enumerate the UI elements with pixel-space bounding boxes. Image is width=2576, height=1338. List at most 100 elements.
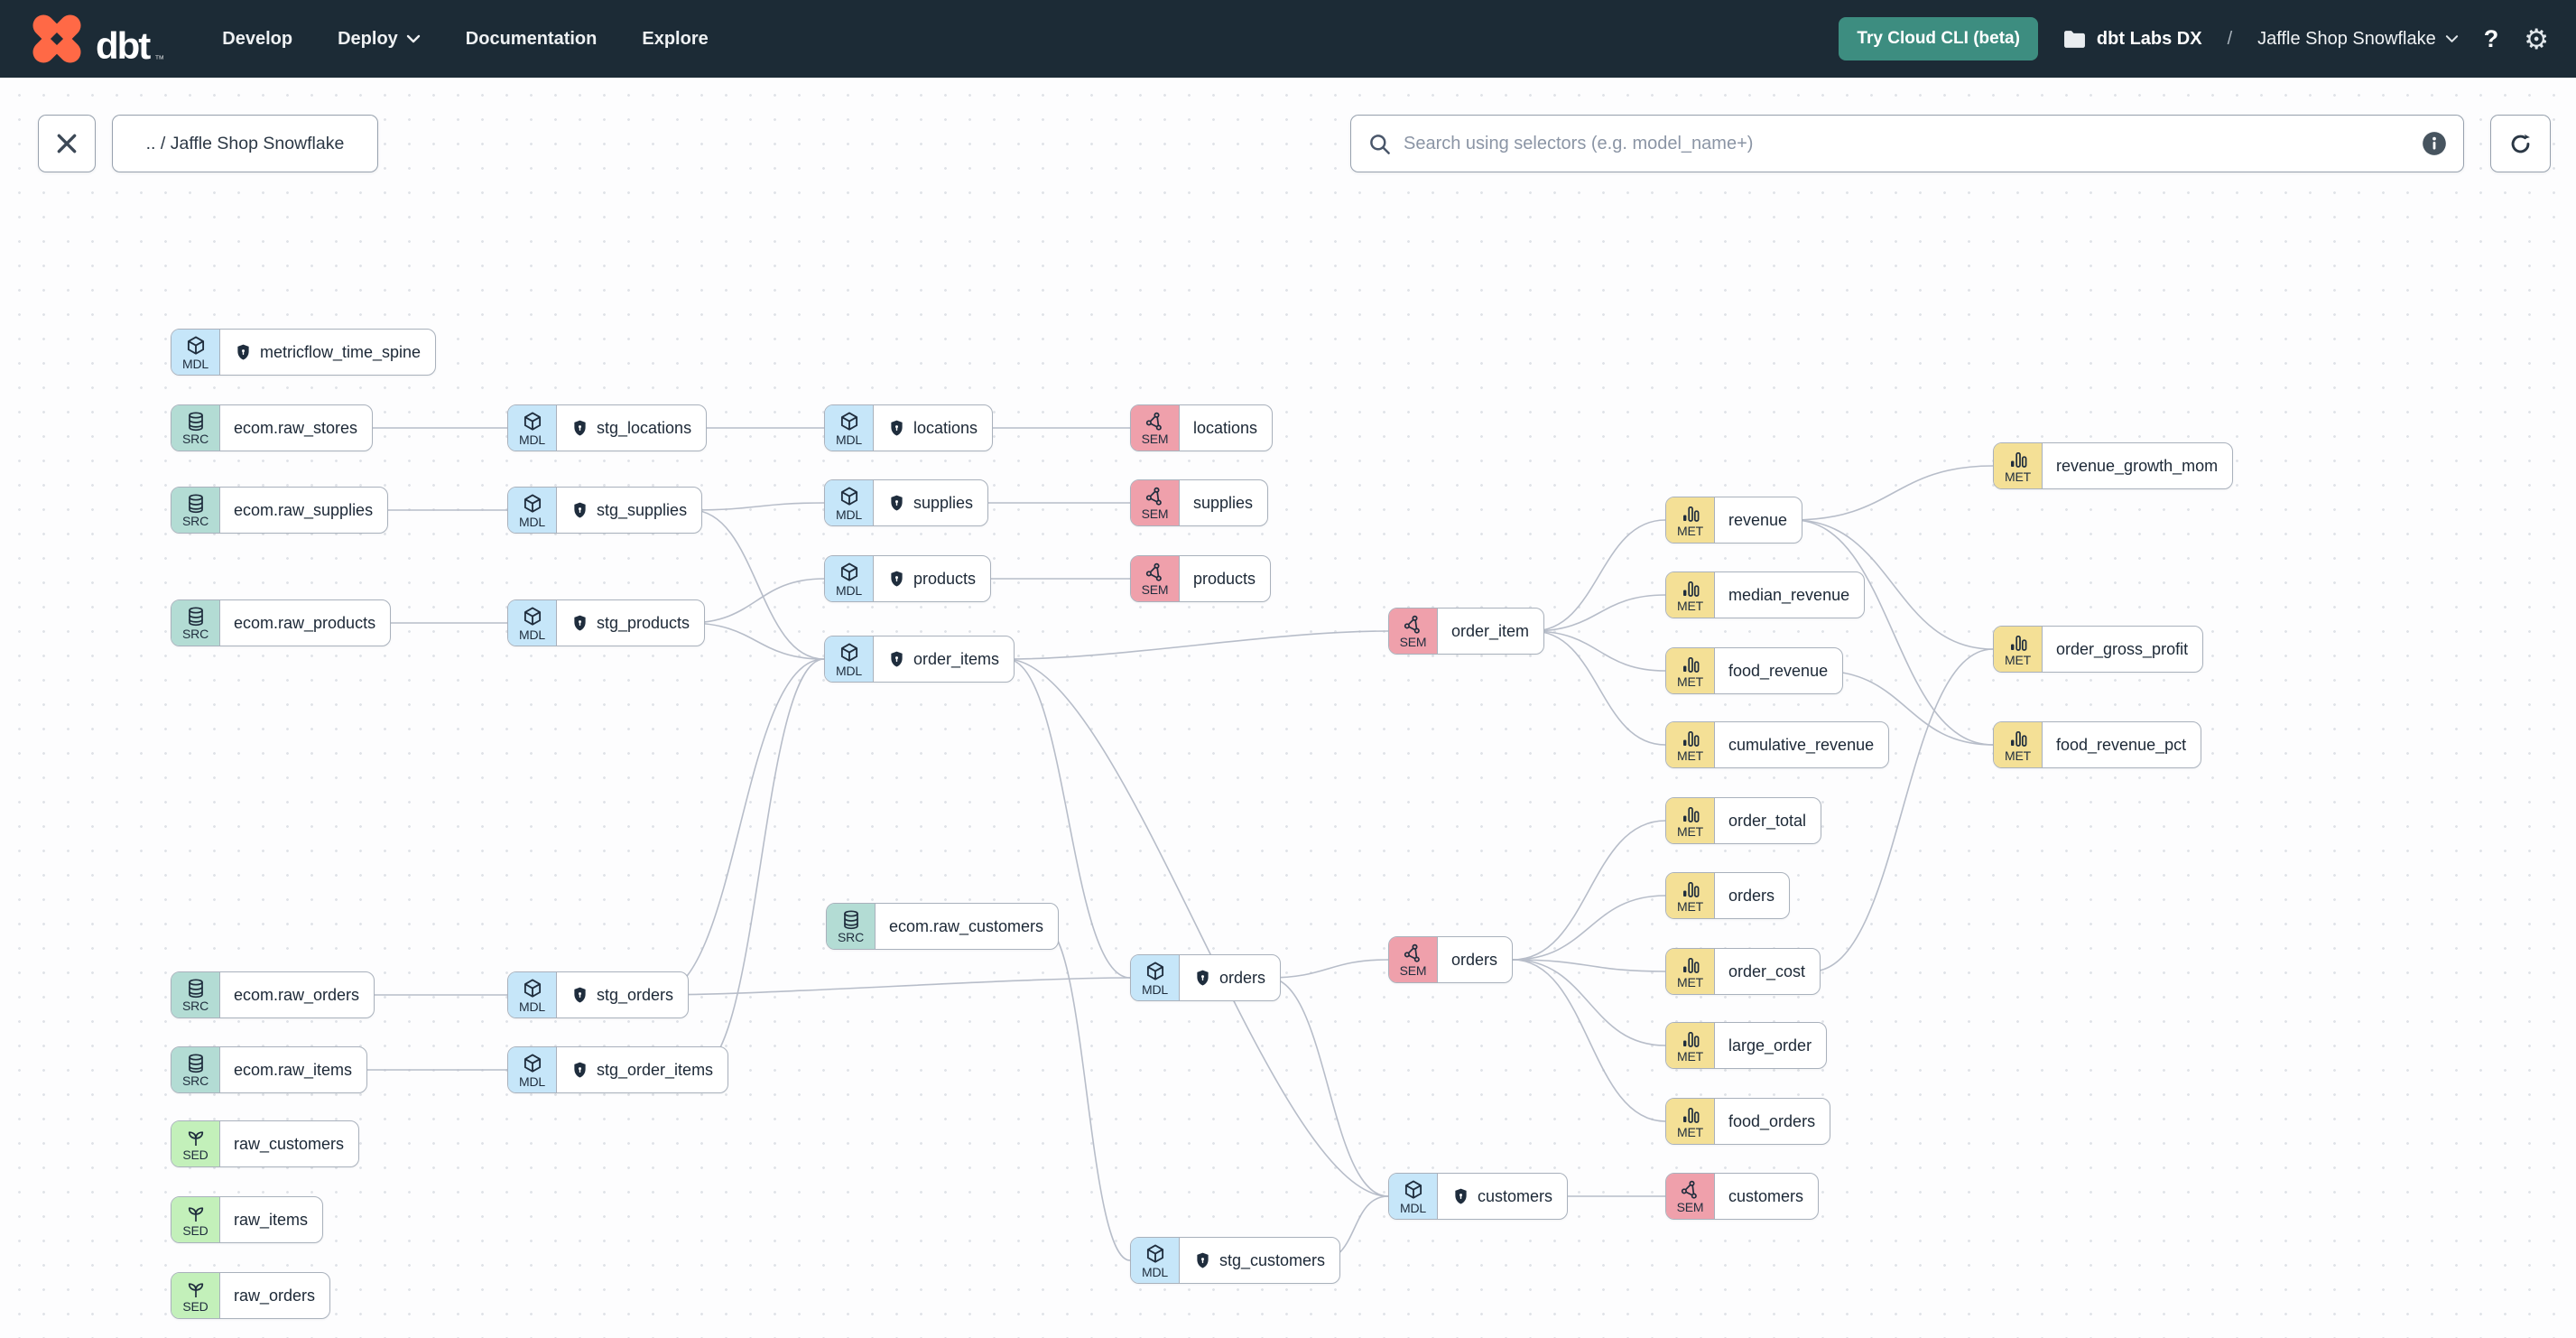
node-type-label: MDL bbox=[519, 627, 545, 642]
semantic-model-icon bbox=[1144, 411, 1166, 432]
node-type-label: MET bbox=[2005, 652, 2031, 667]
account-name: dbt Labs DX bbox=[2096, 28, 2202, 49]
try-cloud-cli-button[interactable]: Try Cloud CLI (beta) bbox=[1839, 17, 2038, 60]
dbt-logo-icon bbox=[32, 14, 81, 63]
node-type-badge: MET bbox=[1994, 627, 2043, 672]
node-type-badge: SRC bbox=[171, 488, 220, 533]
node-label: supplies bbox=[1193, 493, 1254, 512]
project-switcher[interactable]: Jaffle Shop Snowflake bbox=[2257, 29, 2459, 50]
nav-item-develop[interactable]: Develop bbox=[222, 28, 293, 49]
nav-item-deploy[interactable]: Deploy bbox=[338, 29, 421, 50]
node-type-badge: MDL bbox=[825, 556, 874, 601]
node-body: food_revenue_pct bbox=[2043, 722, 2201, 767]
database-icon bbox=[840, 909, 862, 931]
selector-search-input[interactable] bbox=[1404, 133, 2410, 154]
node-type-badge: MET bbox=[1994, 722, 2043, 767]
node-label: large_order bbox=[1728, 1036, 1812, 1055]
node-label: ecom.raw_stores bbox=[234, 418, 358, 437]
project-name: Jaffle Shop Snowflake bbox=[2257, 28, 2436, 49]
lineage-breadcrumb[interactable]: .. / Jaffle Shop Snowflake bbox=[112, 115, 378, 172]
node-body: ecom.raw_customers bbox=[876, 904, 1058, 949]
node-label: ecom.raw_orders bbox=[234, 985, 360, 1004]
dbt-trademark: ™ bbox=[154, 54, 165, 65]
chevron-down-icon bbox=[2445, 35, 2458, 42]
node-type-label: MET bbox=[1677, 1048, 1703, 1064]
help-icon[interactable]: ? bbox=[2483, 24, 2499, 52]
node-type-badge: MET bbox=[1666, 798, 1715, 843]
node-large_order[interactable]: MET large_order bbox=[1665, 1022, 1828, 1069]
node-label: ecom.raw_customers bbox=[889, 916, 1044, 935]
node-products[interactable]: MDL products bbox=[824, 555, 992, 602]
contract-shield-icon bbox=[891, 651, 903, 666]
node-body: locations bbox=[874, 405, 992, 451]
node-supplies[interactable]: SEM supplies bbox=[1130, 479, 1269, 526]
cube-icon bbox=[838, 410, 861, 433]
node-body: stg_supplies bbox=[557, 488, 701, 533]
node-label: products bbox=[913, 569, 977, 588]
account-switcher[interactable]: dbt Labs DX bbox=[2063, 29, 2202, 50]
node-type-badge: SEM bbox=[1389, 609, 1438, 654]
node-type-label: MDL bbox=[1142, 981, 1168, 997]
close-lineage-button[interactable] bbox=[38, 115, 96, 172]
nav-item-documentation[interactable]: Documentation bbox=[465, 28, 598, 49]
node-type-label: SEM bbox=[1676, 1199, 1704, 1214]
dbt-logo[interactable]: dbt ™ bbox=[31, 13, 164, 65]
database-icon bbox=[185, 1053, 207, 1074]
info-icon[interactable] bbox=[2422, 131, 2447, 156]
node-type-badge: SEM bbox=[1131, 480, 1180, 525]
node-customers[interactable]: SEM customers bbox=[1665, 1173, 1820, 1220]
gear-icon[interactable]: ⚙ bbox=[2524, 23, 2549, 55]
node-body: orders bbox=[1438, 937, 1512, 982]
node-label: metricflow_time_spine bbox=[260, 342, 422, 361]
node-type-badge: MET bbox=[1666, 949, 1715, 994]
node-body: customers bbox=[1715, 1174, 1818, 1219]
refresh-button[interactable] bbox=[2490, 115, 2551, 172]
semantic-model-icon bbox=[1403, 614, 1424, 636]
node-type-label: SED bbox=[182, 1222, 208, 1238]
node-type-badge: MET bbox=[1994, 443, 2043, 488]
node-label: stg_order_items bbox=[597, 1060, 714, 1079]
node-type-badge: SED bbox=[171, 1273, 220, 1318]
node-body: ecom.raw_products bbox=[220, 600, 390, 646]
nav-item-explore[interactable]: Explore bbox=[642, 28, 709, 49]
node-label: products bbox=[1193, 569, 1256, 588]
node-type-badge: MDL bbox=[508, 488, 557, 533]
